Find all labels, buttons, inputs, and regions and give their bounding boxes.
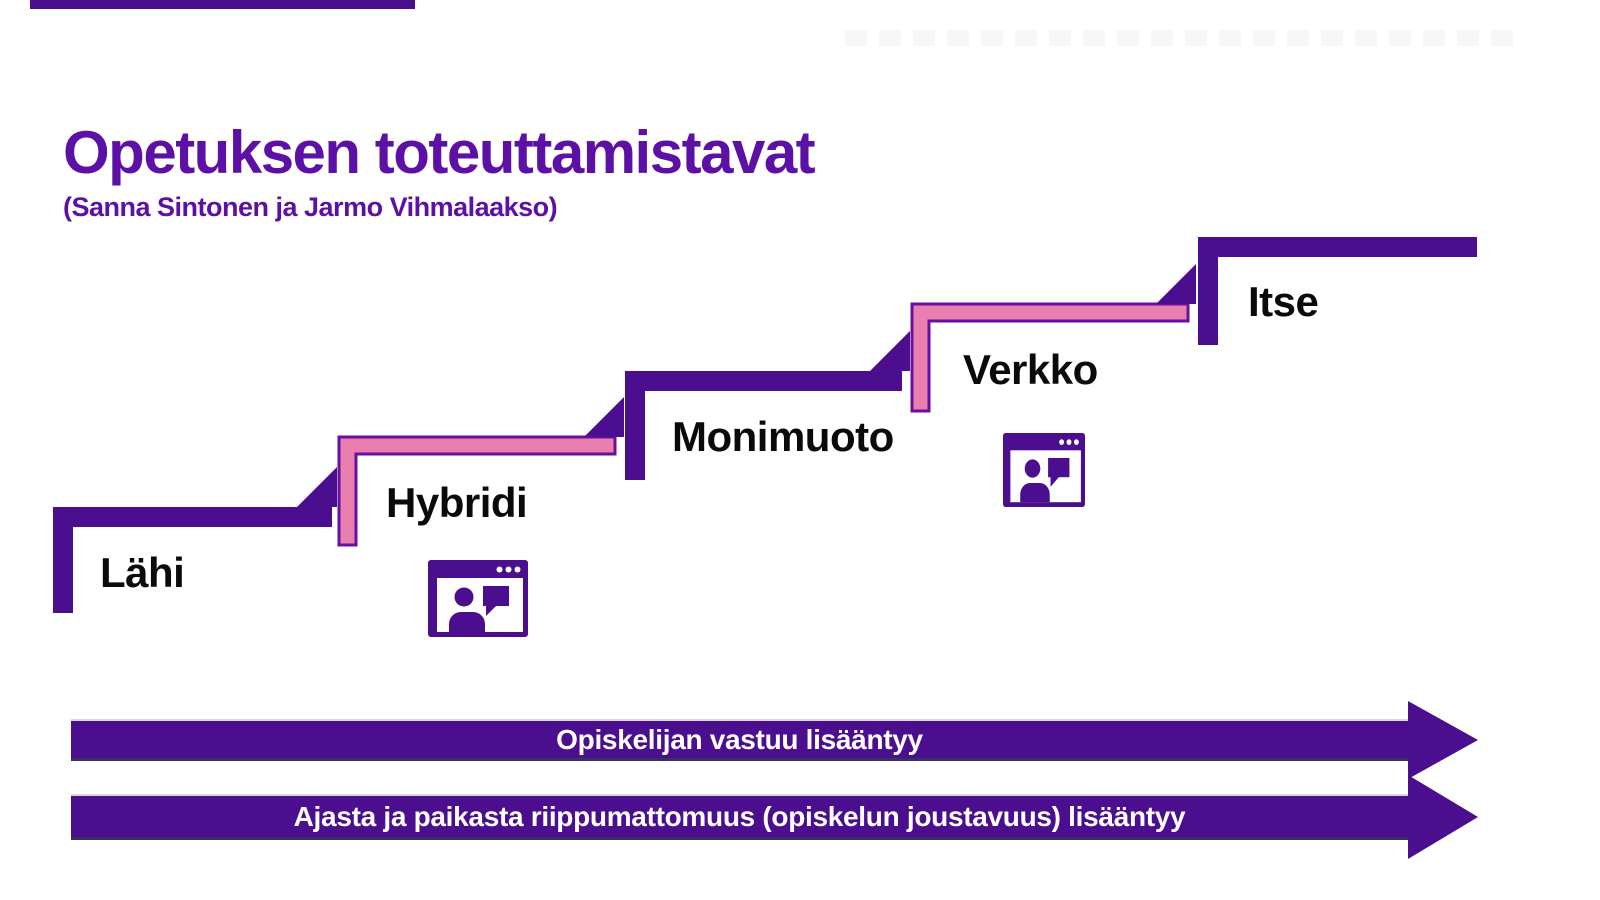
step-shape-hybridi xyxy=(337,435,617,547)
page-title: Opetuksen toteuttamistavat xyxy=(63,119,816,186)
page-subtitle: (Sanna Sintonen ja Jarmo Vihmalaakso) xyxy=(63,192,558,222)
arrow-label: Ajasta ja paikasta riippumattomuus (opis… xyxy=(293,800,1186,832)
step-shape-lahi xyxy=(53,507,332,613)
step-shape-monimuoto xyxy=(625,371,902,480)
step-up-triangle-1 xyxy=(297,467,337,507)
step-shape-verkko xyxy=(910,302,1190,413)
arrow-time-place-independence: Ajasta ja paikasta riippumattomuus (opis… xyxy=(71,796,1408,837)
step-shape-itse xyxy=(1198,237,1477,345)
arrow-label: Opiskelijan vastuu lisääntyy xyxy=(556,723,923,755)
step-label-verkko: Verkko xyxy=(963,346,1098,393)
step-label-itse: Itse xyxy=(1248,278,1319,325)
step-label-hybridi: Hybridi xyxy=(386,479,528,526)
step-up-triangle-2 xyxy=(584,397,624,437)
step-up-triangle-4 xyxy=(1156,264,1196,304)
step-up-triangle-3 xyxy=(870,331,910,371)
arrow-head-icon xyxy=(1408,775,1478,859)
video-call-window-icon xyxy=(428,560,528,637)
step-label-monimuoto: Monimuoto xyxy=(672,413,894,460)
top-decoration-bar xyxy=(30,0,415,9)
arrow-head-icon xyxy=(1408,701,1478,779)
arrow-student-responsibility: Opiskelijan vastuu lisääntyy xyxy=(71,721,1408,758)
video-call-window-icon xyxy=(1003,433,1085,507)
step-label-lahi: Lähi xyxy=(100,549,185,596)
faint-artifact-strip xyxy=(845,30,1515,46)
